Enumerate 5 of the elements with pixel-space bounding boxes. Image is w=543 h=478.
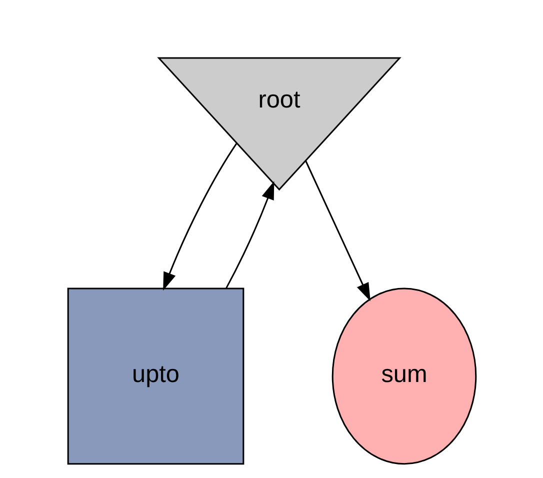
arrow <box>162 142 237 291</box>
arrow <box>304 160 370 302</box>
arrow <box>225 181 274 289</box>
node-box: upto <box>66 288 244 465</box>
node-ellipse: sum <box>331 288 476 465</box>
